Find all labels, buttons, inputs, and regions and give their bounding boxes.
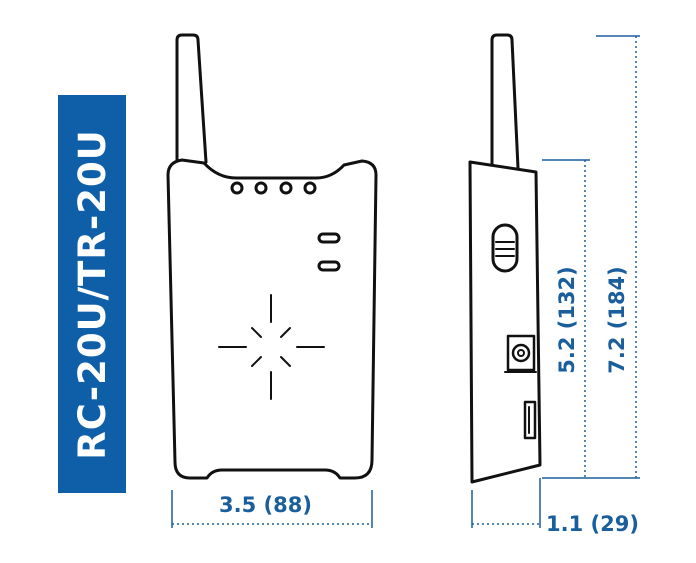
indicator-pill-2 bbox=[317, 260, 341, 272]
dimension-lines bbox=[171, 35, 640, 528]
slide-switch bbox=[491, 223, 519, 273]
model-banner: RC-20U/TR-20U bbox=[58, 95, 126, 493]
width-dimension-label: 3.5 (88) bbox=[219, 493, 312, 517]
body-height-dimension: 5.2 (132) bbox=[550, 260, 584, 380]
total-height-label: 7.2 (184) bbox=[605, 266, 630, 374]
front-view bbox=[166, 33, 378, 480]
led-1 bbox=[230, 181, 244, 195]
side-body bbox=[468, 160, 542, 484]
starburst-icon bbox=[218, 294, 325, 400]
body-height-label: 5.2 (132) bbox=[555, 266, 580, 374]
led-3 bbox=[279, 181, 293, 195]
model-name: RC-20U/TR-20U bbox=[70, 128, 114, 460]
side-antenna bbox=[490, 33, 520, 170]
depth-dimension-label: 1.1 (29) bbox=[546, 512, 639, 536]
indicator-pill-1 bbox=[317, 232, 341, 244]
total-height-dimension: 7.2 (184) bbox=[600, 260, 634, 380]
dc-jack bbox=[506, 334, 536, 372]
led-2 bbox=[254, 181, 268, 195]
front-antenna bbox=[175, 33, 208, 164]
model-banner-bg bbox=[58, 95, 126, 493]
side-view bbox=[468, 33, 542, 484]
led-4 bbox=[303, 181, 317, 195]
usb-port bbox=[523, 400, 537, 440]
